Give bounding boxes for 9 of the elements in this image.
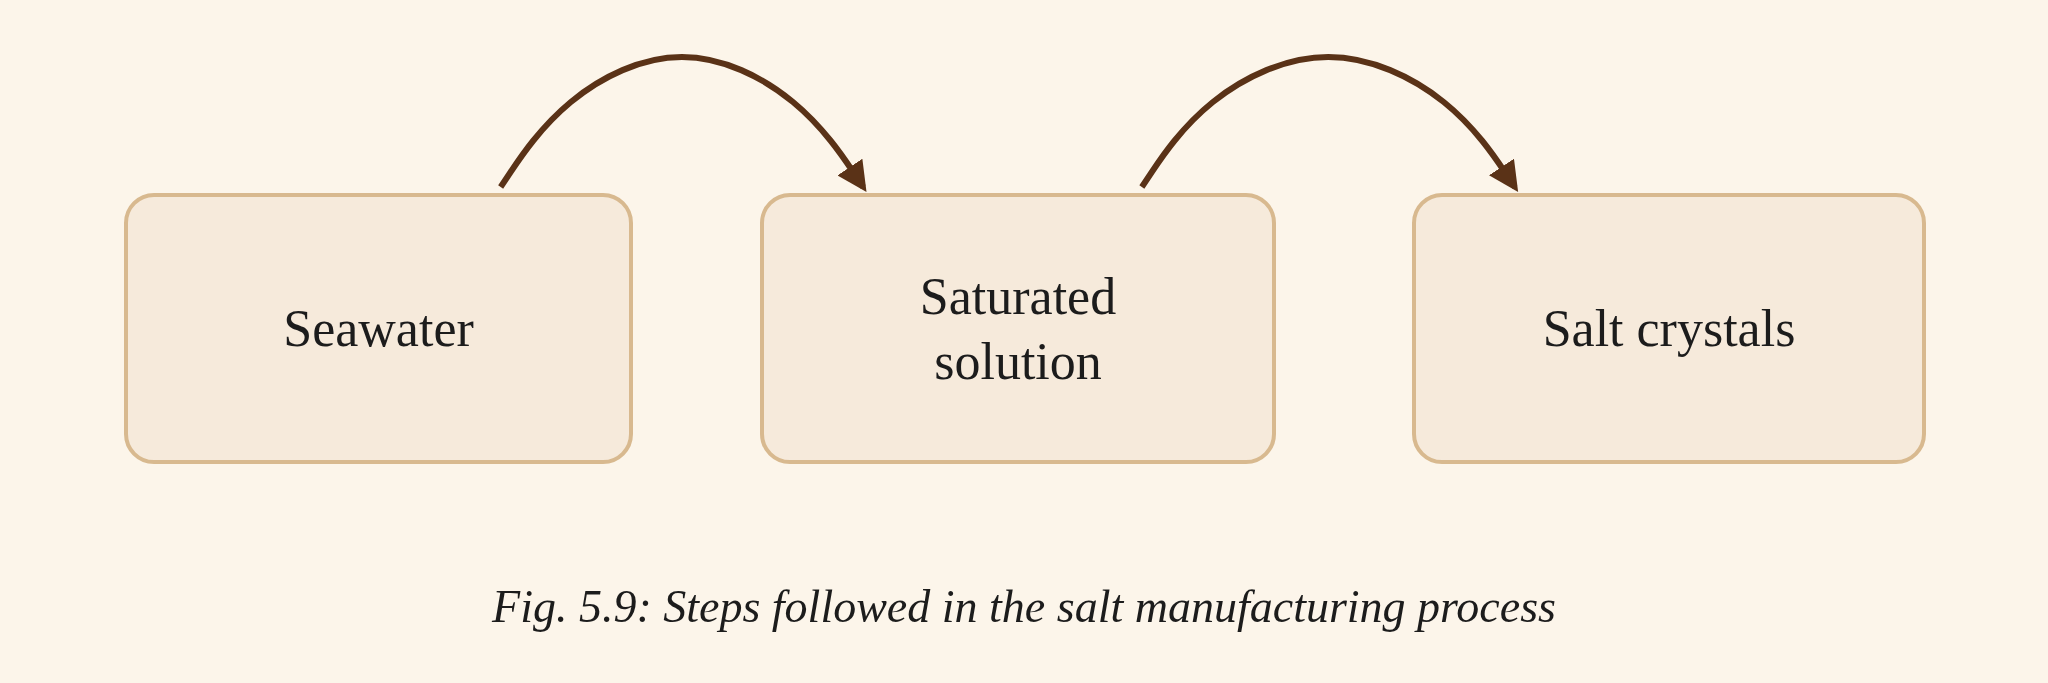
step-label: Saturated solution [918,266,1118,392]
process-box [1412,193,1926,464]
process-box [124,193,633,464]
step-label: Salt crystals [1542,299,1796,359]
process-box [760,193,1276,464]
figure-caption: Fig. 5.9: Steps followed in the salt manufacturing process [492,581,1556,632]
curved-arrow [1139,54,1519,192]
curved-arrow [498,54,867,192]
step-label: Seawater [283,299,474,359]
